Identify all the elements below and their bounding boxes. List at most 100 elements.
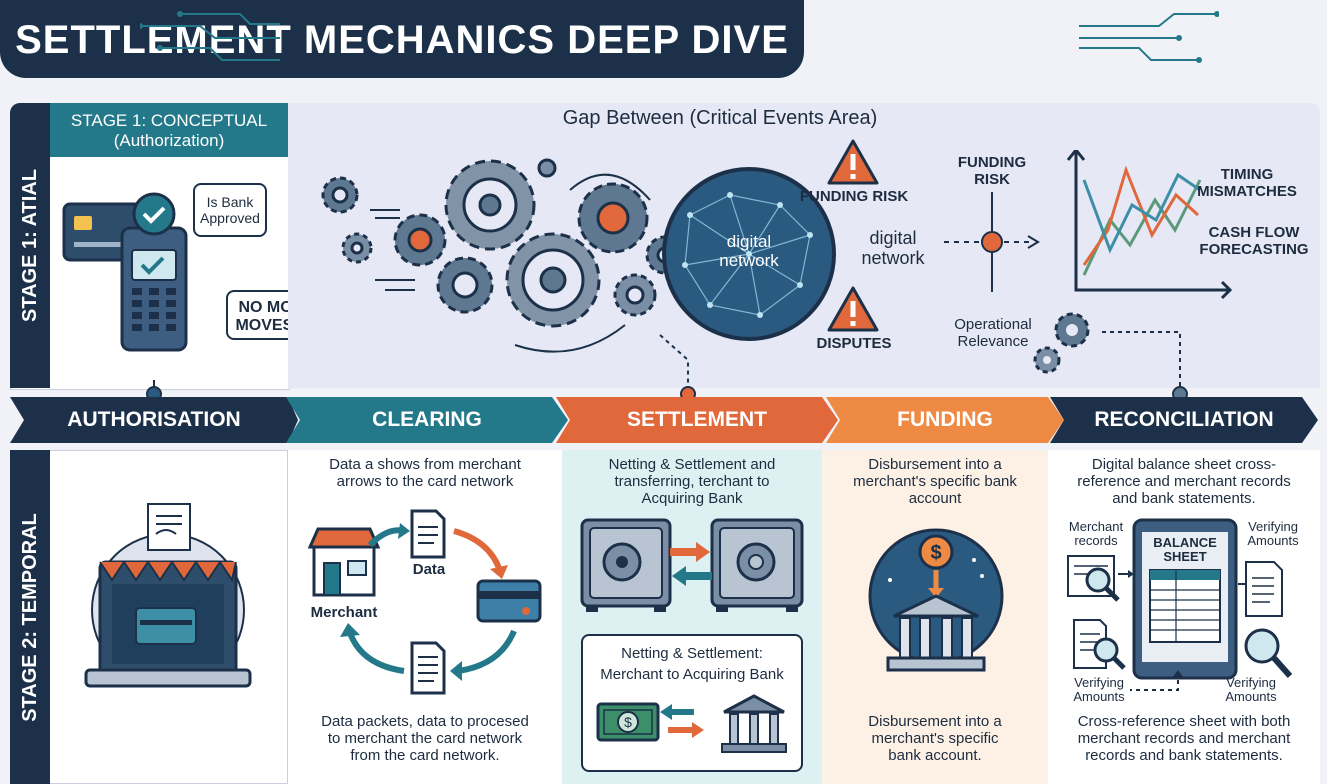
timing-line1: TIMING bbox=[1220, 166, 1274, 183]
globe-label-line1: digital bbox=[726, 232, 772, 251]
clearing-top-line2: arrows to the card network bbox=[336, 473, 514, 490]
verifying-amounts-left-label: Verifying Amounts bbox=[1060, 676, 1138, 704]
circuit-decoration-left bbox=[140, 11, 280, 61]
reconciliation-bottom-line3: records and bank statements. bbox=[1085, 747, 1283, 764]
verifying3-line1: Verifying bbox=[1226, 675, 1276, 690]
funding-top-line3: account bbox=[908, 490, 962, 507]
digital-network-globe-icon bbox=[662, 167, 836, 341]
verifying2-line1: Verifying bbox=[1074, 675, 1124, 690]
clearing-top-line1: Data a shows from merchant bbox=[329, 456, 521, 473]
clearing-bottom-line2: to merchant the card network bbox=[327, 730, 523, 747]
balance-line1: BALANCE bbox=[1153, 535, 1217, 550]
merchant-records-label: Merchant records bbox=[1058, 520, 1134, 548]
merchant-records-line1: Merchant bbox=[1068, 519, 1124, 534]
stage1-header: STAGE 1: CONCEPTUAL (Authorization) bbox=[50, 103, 288, 157]
settlement-top-line2: transferring, terchant to bbox=[614, 473, 770, 490]
settlement-top-line1: Netting & Settlement and bbox=[608, 456, 776, 473]
cash-to-bank-icon: $ bbox=[596, 694, 787, 753]
disputes-label: DISPUTES bbox=[816, 335, 892, 352]
reconciliation-bottom-text: Cross-reference sheet with both merchant… bbox=[1052, 713, 1316, 764]
funding-bottom-line3: bank account. bbox=[888, 747, 982, 764]
card-terminal-icon bbox=[62, 192, 188, 352]
timeline-marker-icon bbox=[944, 192, 1040, 292]
step-funding: FUNDING bbox=[826, 397, 1064, 443]
globe-label: digital network bbox=[700, 232, 798, 270]
clearing-bottom-line3: from the card network. bbox=[350, 747, 500, 764]
funding-bottom-line2: merchant's specific bbox=[871, 730, 999, 747]
step-clearing: CLEARING bbox=[286, 397, 568, 443]
funding-risk-marker-line2: RISK bbox=[974, 171, 1010, 188]
netting-box-line1: Netting & Settlement: bbox=[621, 645, 763, 662]
globe-label-line2: network bbox=[719, 251, 779, 270]
gears-cluster-icon bbox=[321, 158, 685, 353]
digital-network-line1: digital bbox=[869, 228, 917, 248]
verifying-amounts-right-label: Verifying Amounts bbox=[1212, 676, 1290, 704]
step-clearing-label: CLEARING bbox=[372, 408, 482, 431]
funding-risk-marker-line1: FUNDING bbox=[957, 154, 1027, 171]
merchant-records-line2: records bbox=[1074, 533, 1118, 548]
netting-box-text: Netting & Settlement: Merchant to Acquir… bbox=[586, 645, 798, 683]
circuit-decoration-right bbox=[1079, 11, 1219, 63]
reconciliation-top-line1: Digital balance sheet cross- bbox=[1091, 456, 1277, 473]
verifying1-line1: Verifying bbox=[1248, 519, 1298, 534]
stage2-side-label: STAGE 2: TEMPORAL bbox=[10, 450, 50, 784]
reconciliation-top-line2: reference and merchant records bbox=[1077, 473, 1291, 490]
svg-text:$: $ bbox=[624, 714, 632, 730]
balance-line2: SHEET bbox=[1163, 549, 1207, 564]
funding-top-line1: Disbursement into a bbox=[868, 456, 1002, 473]
funding-risk-marker-label: FUNDING RISK bbox=[950, 154, 1034, 188]
funding-top-text: Disbursement into a merchant's specific … bbox=[826, 456, 1044, 507]
funding-bottom-line1: Disbursement into a bbox=[868, 713, 1002, 730]
digital-network-label: digital network bbox=[850, 228, 936, 268]
warning-icon-disputes bbox=[827, 286, 879, 332]
stage1-header-line2: (Authorization) bbox=[113, 131, 225, 150]
verifying-amounts-top-label: Verifying Amounts bbox=[1234, 520, 1312, 548]
stage1-side-label: STAGE 1: ATIAL bbox=[10, 103, 50, 388]
operational-relevance-label: Operational Relevance bbox=[940, 316, 1046, 350]
reconciliation-top-text: Digital balance sheet cross- reference a… bbox=[1052, 456, 1316, 507]
funding-bottom-text: Disbursement into a merchant's specific … bbox=[826, 713, 1044, 764]
svg-text:$: $ bbox=[930, 542, 941, 564]
settlement-top-line3: Acquiring Bank bbox=[641, 490, 743, 507]
page-title: SETTLEMENT MECHANICS DEEP DIVE bbox=[0, 0, 804, 78]
funding-top-line2: merchant's specific bank bbox=[853, 473, 1017, 490]
verifying1-line2: Amounts bbox=[1247, 533, 1299, 548]
step-authorisation: AUTHORISATION bbox=[10, 397, 298, 443]
small-gears-icon bbox=[1033, 312, 1090, 374]
connector-lines bbox=[146, 331, 1188, 402]
clearing-cycle-icon bbox=[307, 509, 542, 695]
balance-sheet-label: BALANCE SHEET bbox=[1146, 536, 1224, 564]
reconciliation-bottom-line1: Cross-reference sheet with both bbox=[1077, 713, 1291, 730]
bank-approved-bubble: Is Bank Approved bbox=[193, 183, 267, 237]
gap-title: Gap Between (Critical Events Area) bbox=[562, 107, 878, 129]
timing-line-chart-icon bbox=[1066, 150, 1233, 300]
warning-icon-funding bbox=[827, 139, 879, 185]
cashflow-line2: FORECASTING bbox=[1199, 241, 1309, 258]
step-settlement-label: SETTLEMENT bbox=[627, 408, 767, 431]
verifying2-line2: Amounts bbox=[1073, 689, 1125, 704]
bubble-line1: Is Bank bbox=[206, 194, 254, 210]
timing-mismatches-label: TIMING MISMATCHES bbox=[1194, 166, 1300, 200]
bubble-line2: Approved bbox=[200, 210, 260, 226]
verifying3-line2: Amounts bbox=[1225, 689, 1277, 704]
laptop-shop-icon bbox=[84, 503, 252, 688]
clearing-bottom-line1: Data packets, data to procesed bbox=[321, 713, 529, 730]
clearing-top-text: Data a shows from merchant arrows to the… bbox=[298, 456, 552, 490]
stage1-header-line1: STAGE 1: CONCEPTUAL bbox=[70, 111, 268, 130]
operational-line1: Operational bbox=[954, 316, 1032, 333]
balance-sheet-tablet-icon bbox=[1067, 518, 1293, 691]
cashflow-line1: CASH FLOW bbox=[1208, 224, 1300, 241]
clearing-merchant-label: Merchant bbox=[310, 604, 378, 621]
step-funding-label: FUNDING bbox=[897, 408, 993, 431]
settlement-top-text: Netting & Settlement and transferring, t… bbox=[566, 456, 818, 507]
step-reconciliation: RECONCILIATION bbox=[1050, 397, 1318, 443]
vault-transfer-icon bbox=[580, 518, 804, 612]
reconciliation-bottom-line2: merchant records and merchant bbox=[1077, 730, 1291, 747]
digital-network-line2: network bbox=[861, 248, 925, 268]
timing-line2: MISMATCHES bbox=[1197, 183, 1297, 200]
clearing-data-label: Data bbox=[412, 561, 446, 578]
funding-risk-label: FUNDING RISK bbox=[799, 188, 909, 205]
bank-disbursement-icon: $ bbox=[868, 528, 1004, 672]
step-reconciliation-label: RECONCILIATION bbox=[1094, 408, 1274, 431]
netting-box-line2: Merchant to Acquiring Bank bbox=[600, 666, 784, 683]
